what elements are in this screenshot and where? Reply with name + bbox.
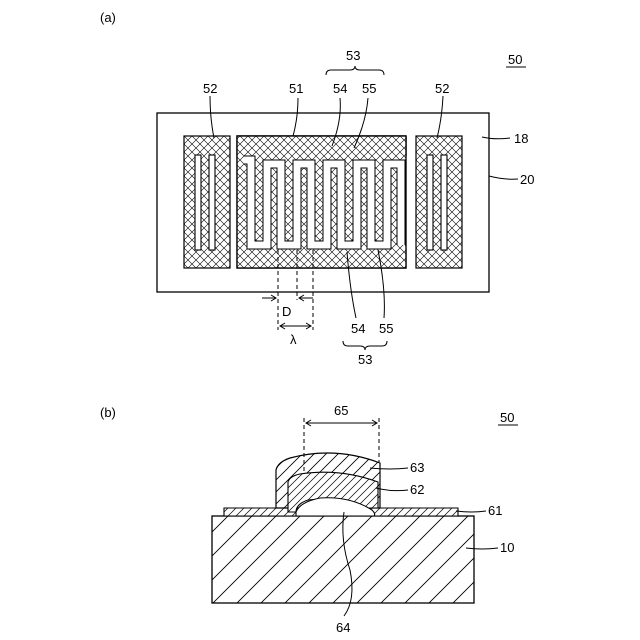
label-54-top: 54 <box>333 81 347 96</box>
reflector-left <box>184 136 230 268</box>
label-18: 18 <box>514 131 528 146</box>
reflector-right <box>416 136 462 268</box>
panel-b-ref: 50 <box>500 410 514 425</box>
label-53-bottom: 53 <box>358 352 372 367</box>
panel-a-tag: (a) <box>100 10 116 25</box>
label-63: 63 <box>410 460 424 475</box>
label-54-bottom: 54 <box>351 321 365 336</box>
label-d: D <box>282 304 291 319</box>
panel-a-ref: 50 <box>508 52 522 67</box>
label-51: 51 <box>289 81 303 96</box>
label-62: 62 <box>410 482 424 497</box>
label-61: 61 <box>488 503 502 518</box>
label-10: 10 <box>500 540 514 555</box>
label-55-top: 55 <box>362 81 376 96</box>
panel-b-tag: (b) <box>100 405 116 420</box>
label-65: 65 <box>334 403 348 418</box>
label-64: 64 <box>336 620 350 635</box>
label-52-right: 52 <box>435 81 449 96</box>
label-52-left: 52 <box>203 81 217 96</box>
label-55-bottom: 55 <box>379 321 393 336</box>
label-53-top: 53 <box>346 48 360 63</box>
panel-b: (b) 50 65 63 62 61 10 <box>100 403 518 635</box>
label-lambda: λ <box>290 332 297 347</box>
label-20: 20 <box>520 172 534 187</box>
idt-gap <box>237 136 406 268</box>
